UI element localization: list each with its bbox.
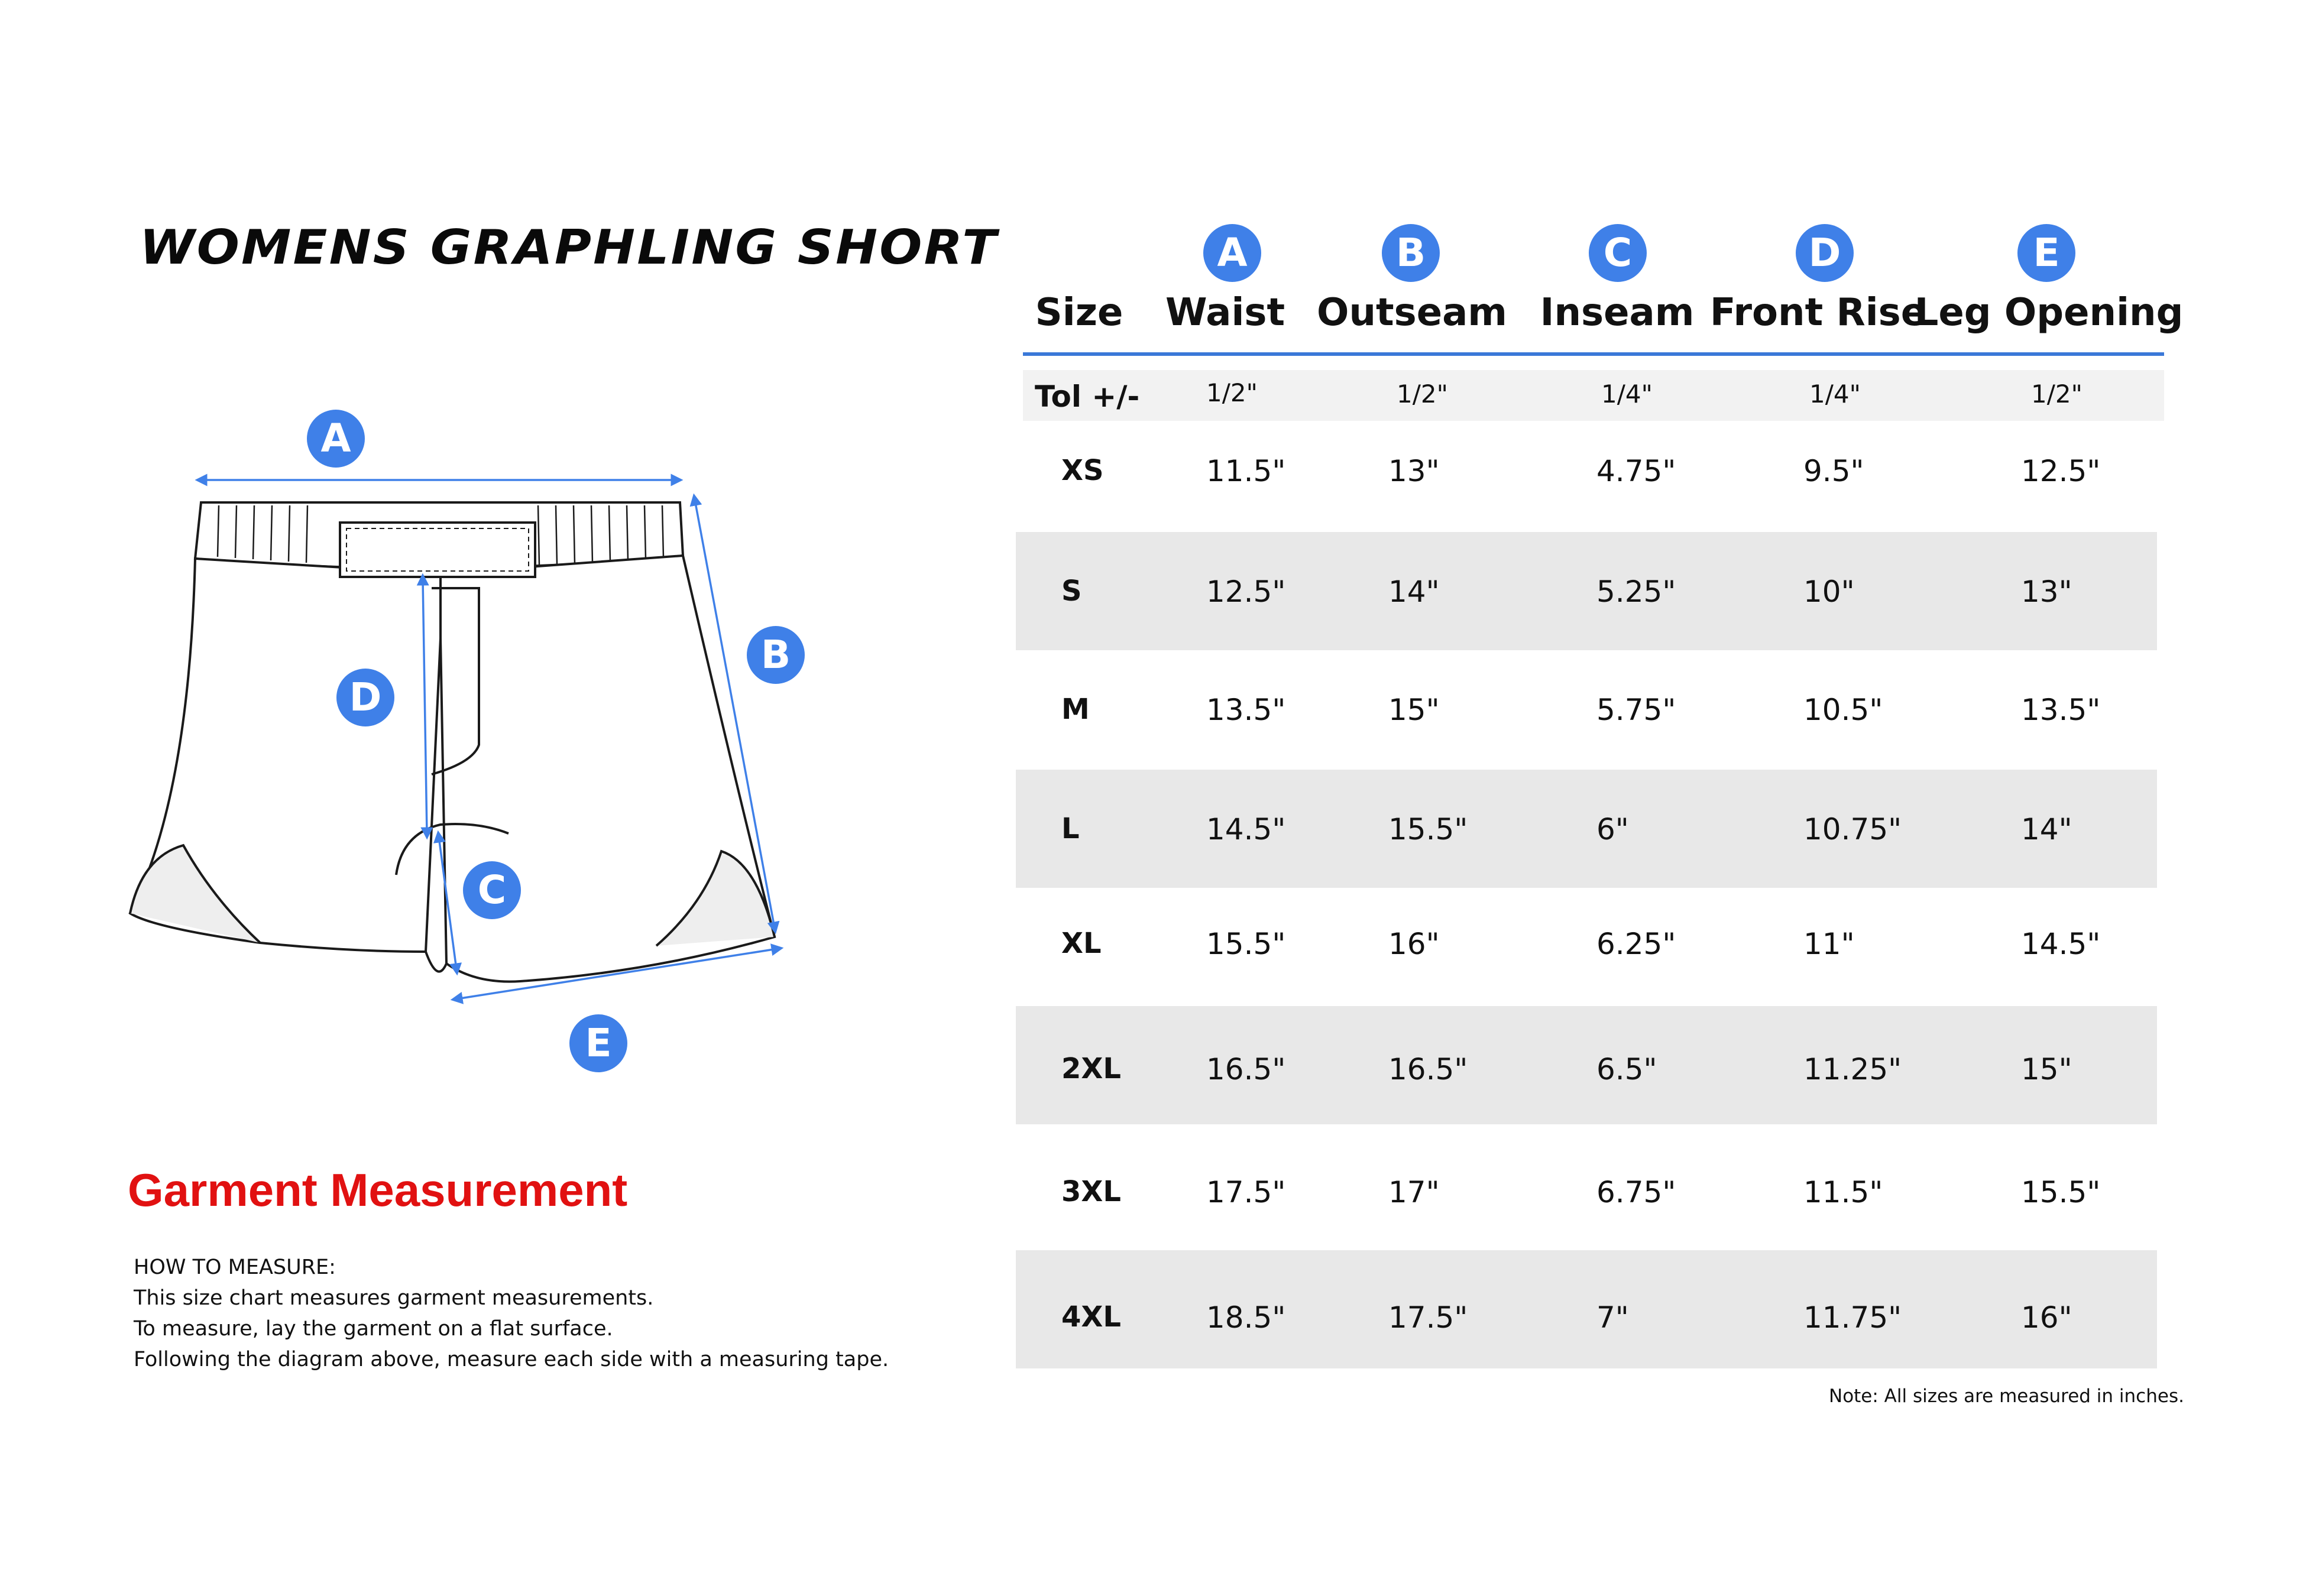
waist-patch	[339, 521, 536, 578]
leg-opening-cell: 15"	[2021, 1052, 2072, 1086]
row-band	[1016, 532, 2157, 650]
diagram-badge-c: C	[463, 861, 521, 919]
front-rise-cell: 11.5"	[1803, 1175, 1883, 1209]
outseam-cell: 16"	[1388, 927, 1440, 961]
leg-opening-cell: 12.5"	[2021, 454, 2101, 488]
tolerance-row-band	[1023, 370, 2164, 421]
tolerance-value: 1/4"	[1601, 379, 1653, 408]
how-to-line: To measure, lay the garment on a flat su…	[134, 1317, 613, 1341]
front-rise-cell: 11.25"	[1803, 1052, 1902, 1086]
shorts-illustration	[128, 473, 784, 1004]
inseam-cell: 7"	[1596, 1300, 1629, 1335]
waistband-ribs	[216, 505, 665, 566]
size-cell: L	[1061, 812, 1080, 845]
how-to-heading: HOW TO MEASURE:	[134, 1256, 336, 1279]
inseam-cell: 6"	[1596, 812, 1629, 846]
column-badge-c: C	[1589, 224, 1647, 282]
column-badge-a: A	[1203, 224, 1261, 282]
how-to-measure: HOW TO MEASURE: This size chart measures…	[134, 1252, 889, 1375]
tolerance-value: 1/2"	[1206, 378, 1258, 407]
outseam-cell: 16.5"	[1388, 1052, 1468, 1086]
header-front-rise: Front Rise	[1709, 291, 1927, 335]
size-cell: S	[1061, 575, 1082, 608]
leg-opening-cell: 13.5"	[2021, 693, 2101, 727]
leg-opening-cell: 15.5"	[2021, 1175, 2101, 1209]
fly-seam	[431, 587, 480, 776]
waist-cell: 13.5"	[1206, 693, 1286, 727]
waist-cell: 15.5"	[1206, 927, 1286, 961]
size-cell: XS	[1061, 454, 1104, 487]
size-cell: XL	[1061, 927, 1102, 960]
tolerance-value: 1/4"	[1809, 379, 1861, 408]
outseam-cell: 17.5"	[1388, 1300, 1468, 1335]
leg-opening-cell: 16"	[2021, 1300, 2072, 1335]
front-rise-cell: 11"	[1803, 927, 1855, 961]
left-slit	[129, 844, 261, 944]
column-badge-d: D	[1796, 224, 1854, 282]
inseam-cell: 5.25"	[1596, 575, 1676, 609]
size-cell: 2XL	[1061, 1052, 1121, 1085]
diagram-badge-e: E	[569, 1014, 627, 1072]
how-to-line: Following the diagram above, measure eac…	[134, 1348, 889, 1371]
inseam-cell: 6.75"	[1596, 1175, 1676, 1209]
size-cell: M	[1061, 693, 1090, 726]
how-to-line: This size chart measures garment measure…	[134, 1286, 654, 1310]
outseam-cell: 15.5"	[1388, 812, 1468, 846]
measure-lines	[195, 473, 784, 1004]
header-leg-opening: Leg Opening	[1914, 291, 2184, 335]
table-note: Note: All sizes are measured in inches.	[1829, 1386, 2184, 1407]
row-band	[1016, 770, 2157, 888]
diagram-badge-a: A	[307, 410, 365, 468]
front-rise-cell: 10.5"	[1803, 693, 1883, 727]
leg-opening-cell: 13"	[2021, 575, 2072, 609]
row-band	[1016, 1250, 2157, 1368]
column-badge-b: B	[1382, 224, 1440, 282]
measure-e	[450, 943, 784, 1004]
waist-cell: 14.5"	[1206, 812, 1286, 846]
header-waist: Waist	[1165, 291, 1285, 335]
waist-cell: 11.5"	[1206, 454, 1286, 488]
outseam-cell: 17"	[1388, 1175, 1440, 1209]
front-rise-cell: 10"	[1803, 575, 1855, 609]
outseam-cell: 14"	[1388, 575, 1440, 609]
tolerance-label: Tol +/-	[1035, 379, 1140, 414]
waist-cell: 18.5"	[1206, 1300, 1286, 1335]
waist-cell: 17.5"	[1206, 1175, 1286, 1209]
crotch-curve	[395, 823, 509, 875]
diagram-badge-b: B	[747, 626, 805, 684]
header-size: Size	[1035, 291, 1123, 335]
measure-b	[689, 493, 780, 935]
inseam-cell: 6.25"	[1596, 927, 1676, 961]
waist-cell: 12.5"	[1206, 575, 1286, 609]
tolerance-value: 1/2"	[1397, 379, 1448, 408]
tolerance-value: 1/2"	[2031, 379, 2082, 408]
outseam-cell: 13"	[1388, 454, 1440, 488]
measure-d	[416, 573, 433, 840]
diagram-badge-d: D	[336, 669, 394, 726]
inseam-cell: 4.75"	[1596, 454, 1676, 488]
front-rise-cell: 11.75"	[1803, 1300, 1902, 1335]
leg-opening-cell: 14"	[2021, 812, 2072, 846]
leg-opening-cell: 14.5"	[2021, 927, 2101, 961]
column-badge-e: E	[2017, 224, 2075, 282]
header-outseam: Outseam	[1317, 291, 1507, 335]
inseam-cell: 6.5"	[1596, 1052, 1657, 1086]
front-rise-cell: 10.75"	[1803, 812, 1902, 846]
front-rise-cell: 9.5"	[1803, 454, 1864, 488]
size-cell: 4XL	[1061, 1300, 1121, 1334]
page-title: WOMENS GRAPHLING SHORT	[140, 220, 999, 275]
size-cell: 3XL	[1061, 1175, 1121, 1208]
inseam-cell: 5.75"	[1596, 693, 1676, 727]
size-table: A B C D E Size Waist Outseam Inseam Fron…	[1005, 201, 2188, 1442]
outseam-cell: 15"	[1388, 693, 1440, 727]
header-inseam: Inseam	[1540, 291, 1695, 335]
header-divider	[1023, 352, 2164, 356]
garment-measurement-title: Garment Measurement	[128, 1164, 628, 1216]
row-band	[1016, 1006, 2157, 1124]
waist-cell: 16.5"	[1206, 1052, 1286, 1086]
shorts-diagram: A B D C E	[118, 384, 851, 1094]
